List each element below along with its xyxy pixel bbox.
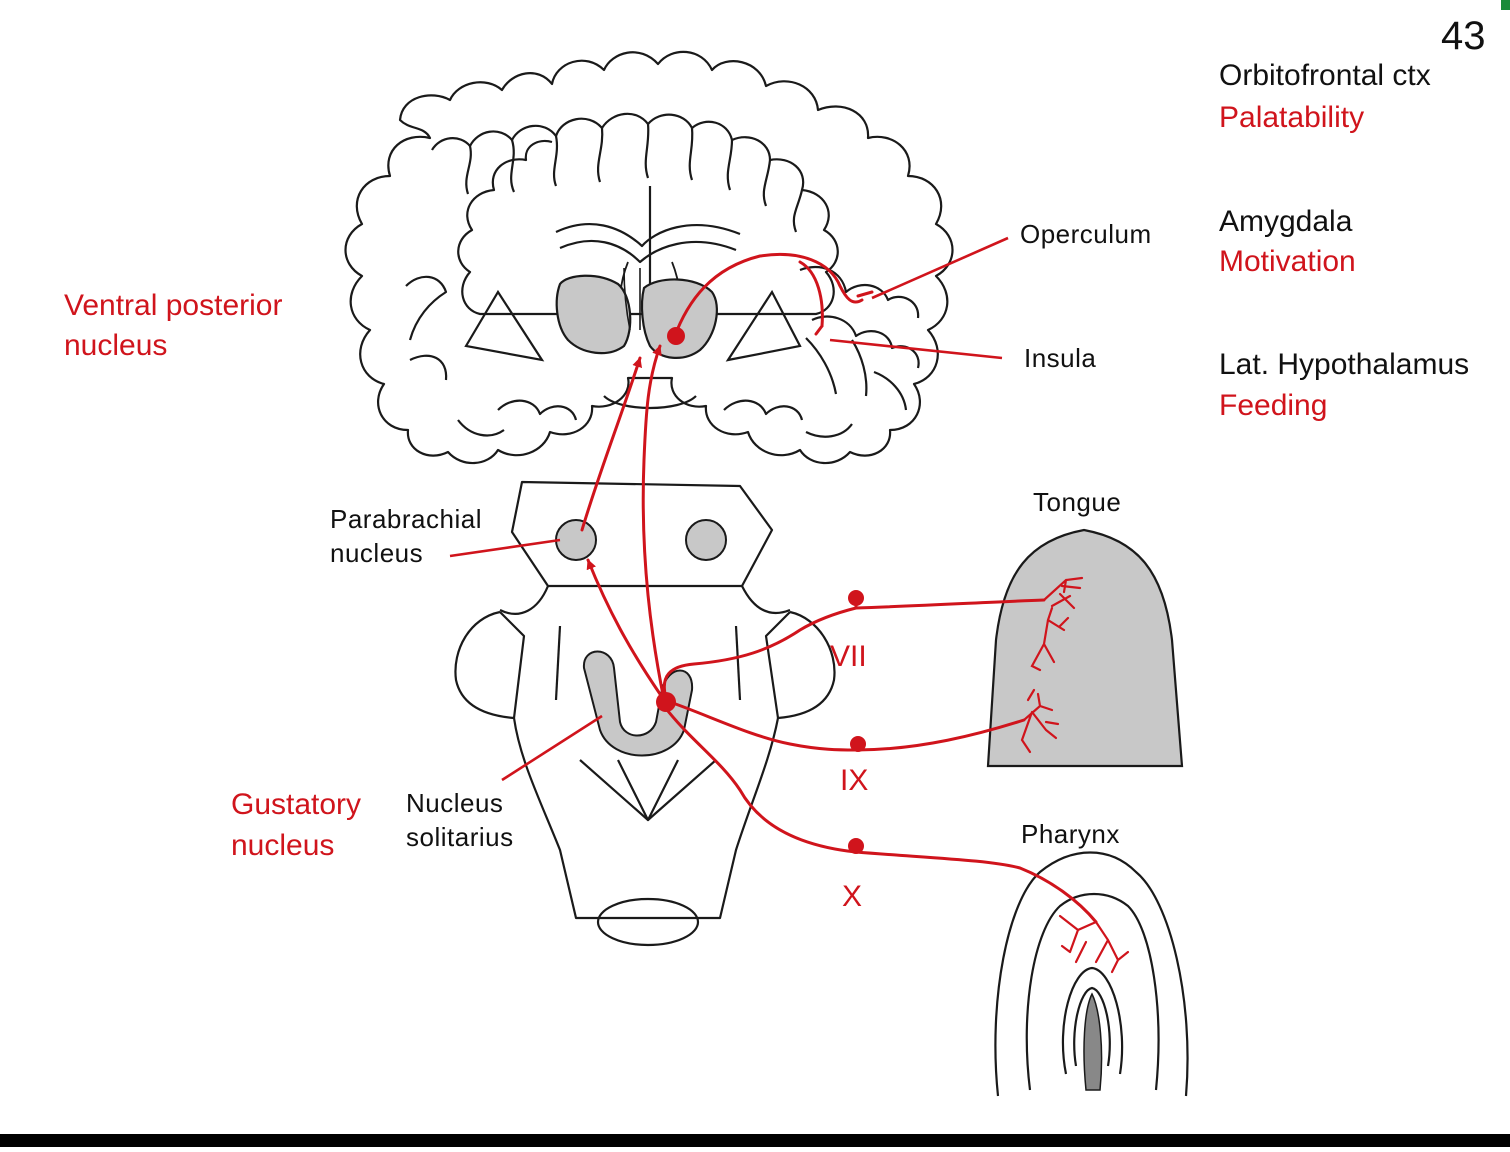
right-thalamus [640, 278, 718, 359]
cortex-outline [344, 50, 954, 465]
thalamic-neuron [667, 327, 685, 345]
parabrachial-leader [449, 538, 561, 558]
target-region-amygdala: Amygdala [1219, 205, 1353, 238]
label-nerve-x: X [842, 880, 863, 913]
left-internal-capsule [464, 289, 545, 362]
brainstem [454, 480, 836, 947]
target-function-feeding: Feeding [1219, 389, 1328, 422]
spinal-cord-section [596, 897, 700, 947]
petrosal-ganglion [850, 736, 866, 752]
target-function-motivation: Motivation [1219, 245, 1356, 278]
label-solitarius-line2: solitarius [406, 822, 514, 852]
thalamocortical-projection [672, 253, 864, 340]
neuron-cell-bodies [656, 327, 866, 854]
screen-bottom-bar [0, 1134, 1510, 1147]
tongue-shape [986, 528, 1184, 768]
insula-leader [829, 338, 1003, 360]
label-insula: Insula [1024, 343, 1097, 373]
label-nerve-ix: IX [840, 764, 869, 797]
white-matter-outline [431, 112, 839, 316]
facial-ganglion [848, 590, 864, 606]
glossopharyngeal-fiber [668, 700, 1026, 752]
slide-number: 43 [1441, 14, 1486, 58]
operculum-leader [871, 236, 1009, 300]
label-operculum: Operculum [1020, 219, 1152, 249]
solitario-thalamic-tract [641, 344, 666, 702]
label-leader-lines [449, 236, 1009, 782]
pons-outline [454, 610, 836, 920]
label-nerve-vii: VII [830, 640, 867, 673]
left-thalamus [555, 274, 632, 355]
label-parabrachial-line1: Parabrachial [330, 504, 482, 534]
label-ventral-posterior-line1: Ventral posterior [64, 289, 283, 322]
target-region-lat-hypothalamus: Lat. Hypothalamus [1219, 348, 1470, 381]
label-parabrachial-line2: nucleus [330, 538, 424, 568]
left-parabrachial-nucleus [555, 519, 597, 561]
label-ventral-posterior-line2: nucleus [64, 329, 168, 362]
pharynx-shape [994, 851, 1189, 1097]
corner-marker [1501, 0, 1510, 10]
parabrachio-thalamic-tract [580, 356, 642, 532]
target-region-orbitofrontal: Orbitofrontal ctx [1219, 59, 1431, 92]
nodose-ganglion [848, 838, 864, 854]
label-pharynx: Pharynx [1021, 819, 1120, 849]
brain-coronal-section [344, 50, 954, 465]
solitarius-neuron [656, 692, 676, 712]
facial-nerve-fiber [662, 598, 1046, 700]
label-gustatory-line2: nucleus [231, 829, 335, 862]
taste-pathways [580, 253, 1130, 974]
label-tongue: Tongue [1033, 487, 1122, 517]
pharynx-opening [1083, 992, 1103, 1091]
gustatory-leader [501, 714, 603, 782]
label-gustatory-line1: Gustatory [231, 788, 362, 821]
right-parabrachial-nucleus [685, 519, 727, 561]
solitario-parabrachial-tract [586, 558, 662, 696]
right-internal-capsule [725, 289, 802, 362]
target-function-palatability: Palatability [1219, 101, 1365, 134]
label-solitarius-line1: Nucleus [406, 788, 504, 818]
